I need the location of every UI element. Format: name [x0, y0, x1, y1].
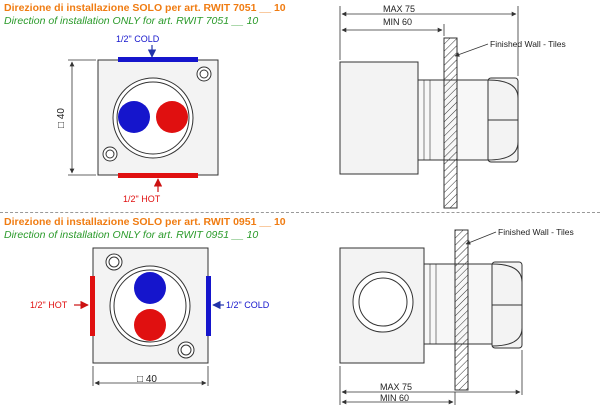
top-cold-port: [118, 101, 150, 133]
bottom-wall-label: Finished Wall - Tiles: [498, 227, 574, 237]
top-hot-label: 1/2" HOT: [123, 194, 161, 204]
top-title-it: Direzione di installazione SOLO per art.…: [4, 2, 286, 14]
bottom-max-label: MAX 75: [380, 382, 412, 392]
bottom-cold-port: [134, 272, 166, 304]
top-title-en: Direction of installation ONLY for art. …: [4, 15, 259, 27]
bottom-title-en: Direction of installation ONLY for art. …: [4, 229, 259, 241]
top-max-label: MAX 75: [383, 4, 415, 14]
bottom-cold-connector: [206, 276, 211, 336]
bottom-side-boss: [352, 271, 414, 333]
bottom-hot-connector: [90, 276, 95, 336]
bottom-hot-label: 1/2" HOT: [30, 300, 68, 310]
top-cold-label: 1/2" COLD: [116, 34, 160, 44]
bottom-title-it: Direzione di installazione SOLO per art.…: [4, 216, 286, 228]
top-size-label: □ 40: [56, 108, 67, 128]
top-hot-port: [156, 101, 188, 133]
bottom-size-label: □ 40: [137, 374, 157, 385]
top-side-view: MAX 75 MIN 60 Finished Wall - Tiles: [339, 4, 566, 209]
top-min-label: MIN 60: [383, 17, 412, 27]
bottom-min-label: MIN 60: [380, 393, 409, 403]
bottom-front-view: 1/2" HOT 1/2" COLD □ 40: [30, 247, 270, 386]
bottom-main-ring: [109, 265, 191, 347]
bottom-side-view: Finished Wall - Tiles MAX 75 MIN 60: [339, 227, 574, 405]
top-side-wall: [443, 37, 458, 209]
top-main-ring: [112, 77, 194, 159]
section-divider: [0, 212, 600, 213]
top-hot-connector: [118, 173, 198, 178]
top-wall-label: Finished Wall - Tiles: [490, 39, 566, 49]
top-cold-connector: [118, 57, 198, 62]
top-side-block: [339, 61, 419, 175]
bottom-hot-port: [134, 309, 166, 341]
bottom-cold-label: 1/2" COLD: [226, 300, 270, 310]
bottom-side-wall: [454, 229, 469, 391]
top-front-view: □ 40 1/2" COLD 1/2" HOT: [56, 34, 219, 204]
